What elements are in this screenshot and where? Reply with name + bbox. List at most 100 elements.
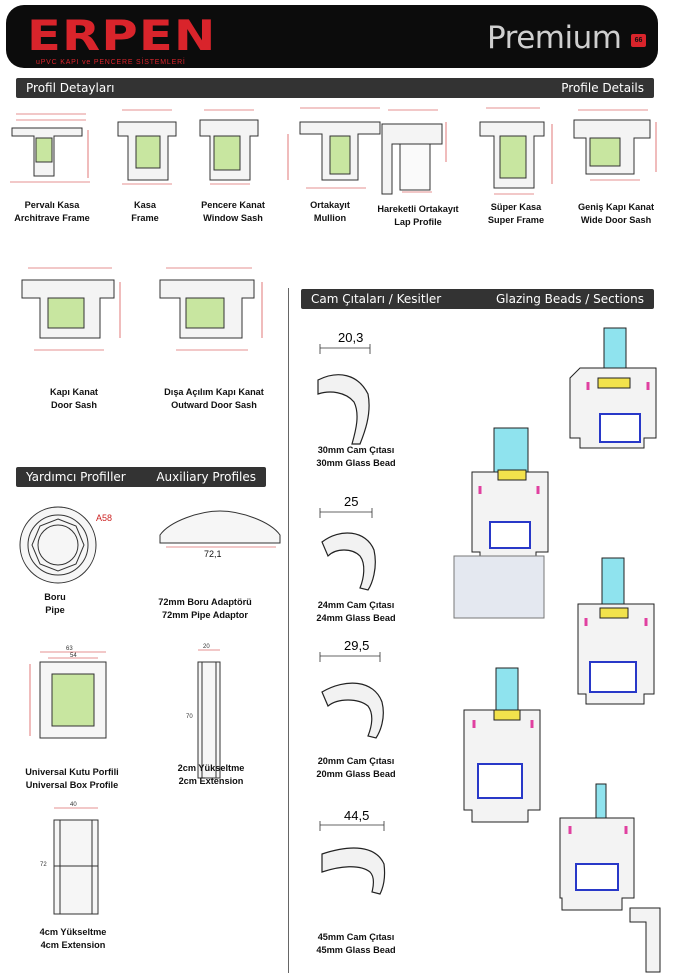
premium-title: Premium — [487, 20, 622, 56]
box-inner-dim: 54 — [70, 653, 77, 659]
bead-30mm-dim: 20,3 — [338, 330, 363, 345]
caption-tr: Süper Kasa — [490, 202, 542, 212]
caption-bead-24mm: 24mm Cam Çıtası 24mm Glass Bead — [306, 599, 406, 624]
caption-en: 30mm Glass Bead — [316, 457, 396, 468]
caption-mullion: Ortakayıt Mullion — [292, 199, 368, 224]
caption-tr: Hareketli Ortakayıt — [377, 204, 459, 214]
caption-en: 24mm Glass Bead — [316, 612, 396, 623]
caption-tr: 30mm Cam Çıtası — [317, 445, 395, 455]
ext4-height-dim: 72 — [40, 862, 47, 868]
caption-en: Window Sash — [203, 212, 263, 223]
caption-tr: Boru — [44, 592, 66, 602]
glazing-beads-tr: Cam Çıtaları / Kesitler — [311, 292, 442, 306]
caption-tr: Pencere Kanat — [201, 200, 265, 210]
erpen-logo: ERPEN — [27, 11, 217, 60]
caption-tr: 4cm Yükseltme — [39, 927, 107, 937]
caption-tr: 72mm Boru Adaptörü — [158, 597, 252, 607]
caption-window-sash: Pencere Kanat Window Sash — [190, 199, 276, 224]
pipe-drawing — [19, 506, 97, 584]
section-drawings — [453, 327, 661, 973]
bead-20mm-dim: 29,5 — [344, 638, 369, 653]
window-sash-drawing — [199, 109, 259, 185]
caption-tr: Geniş Kapı Kanat — [577, 202, 655, 212]
caption-en: Universal Box Profile — [25, 779, 119, 790]
ext2-height-dim: 70 — [186, 714, 193, 720]
logo-subtitle: uPVC KAPI ve PENCERE SİSTEMLERİ — [36, 59, 186, 66]
bead-20mm-profile — [321, 682, 384, 739]
caption-en: 4cm Extension — [40, 939, 106, 950]
caption-pipe-adaptor: 72mm Boru Adaptörü 72mm Pipe Adaptor — [150, 596, 260, 621]
caption-extension-2cm: 2cm Yükseltme 2cm Extension — [166, 762, 256, 787]
caption-en: Pipe — [45, 604, 65, 615]
door-sash-drawing — [21, 267, 121, 351]
caption-bead-30mm: 30mm Cam Çıtası 30mm Glass Bead — [306, 444, 406, 469]
caption-pipe: Boru Pipe — [20, 591, 90, 616]
caption-tr: 2cm Yükseltme — [177, 763, 245, 773]
caption-tr: Kapı Kanat — [50, 387, 98, 397]
box-width-dim: 63 — [66, 646, 73, 652]
caption-tr: Universal Kutu Porfili — [25, 767, 119, 777]
glazing-bead-drawings: 20,3 25 29,5 44,5 — [317, 330, 386, 895]
ext4-width-dim: 40 — [70, 802, 77, 808]
ext2-width-dim: 20 — [203, 644, 210, 650]
caption-bead-20mm: 20mm Cam Çıtası 20mm Glass Bead — [306, 755, 406, 780]
caption-en: Lap Profile — [394, 216, 442, 227]
series-badge: 66 — [631, 34, 646, 47]
caption-en: Wide Door Sash — [580, 214, 652, 225]
caption-tr: 20mm Cam Çıtası — [317, 756, 395, 766]
mullion-drawing — [287, 107, 381, 189]
caption-lap-profile: Hareketli Ortakayıt Lap Profile — [370, 203, 466, 228]
caption-box-profile: Universal Kutu Porfili Universal Box Pro… — [18, 766, 126, 791]
caption-tr: Ortakayıt — [310, 200, 350, 210]
caption-tr: Kasa — [134, 200, 156, 210]
caption-outward-door-sash: Dışa Açılım Kapı Kanat Outward Door Sash — [158, 386, 270, 411]
caption-en: Frame — [131, 212, 159, 223]
caption-bead-45mm: 45mm Cam Çıtası 45mm Glass Bead — [306, 931, 406, 956]
caption-door-sash: Kapı Kanat Door Sash — [36, 386, 112, 411]
header-banner — [6, 5, 658, 68]
bead-24mm-profile — [321, 532, 376, 591]
profile-details-tr: Profil Detayları — [26, 81, 115, 95]
bead-45mm-profile — [321, 847, 386, 895]
section-window-left — [453, 427, 549, 619]
caption-extension-4cm: 4cm Yükseltme 4cm Extension — [30, 926, 116, 951]
caption-en: 2cm Extension — [178, 775, 244, 786]
column-separator — [288, 288, 289, 973]
profile-details-en: Profile Details — [561, 81, 644, 95]
aux-drawings-row1: A58 72,1 — [19, 506, 281, 584]
profile-drawings-row1 — [10, 107, 657, 195]
bead-24mm-dim: 25 — [344, 494, 358, 509]
caption-en: Door Sash — [51, 399, 97, 410]
box-profile-drawing — [29, 651, 107, 739]
pipe-dim: A58 — [96, 513, 112, 523]
caption-super-frame: Süper Kasa Super Frame — [478, 201, 554, 226]
profile-details-bar: Profil Detayları Profile Details — [16, 78, 654, 98]
pipe-adaptor-drawing — [159, 510, 281, 548]
frame-drawing — [117, 109, 177, 185]
caption-en: Outward Door Sash — [171, 399, 257, 410]
caption-tr: 45mm Cam Çıtası — [317, 932, 395, 942]
caption-en: Architrave Frame — [14, 212, 90, 223]
caption-en: Mullion — [313, 212, 347, 223]
caption-architrave-frame: Pervalı Kasa Architrave Frame — [8, 199, 96, 224]
glazing-beads-en: Glazing Beads / Sections — [495, 292, 644, 306]
caption-en: Super Frame — [487, 214, 545, 225]
aux-drawings-row2: 63 54 20 70 40 72 — [29, 644, 221, 915]
lap-profile-drawing — [381, 109, 447, 195]
section-door-bottom — [559, 783, 661, 973]
extension-4cm-drawing — [53, 807, 99, 915]
extension-2cm-drawing — [197, 649, 221, 779]
caption-tr: Dışa Açılım Kapı Kanat — [164, 387, 264, 397]
bead-45mm-dim: 44,5 — [344, 808, 369, 823]
bead-30mm-profile — [317, 374, 370, 445]
auxiliary-profiles-bar: Yardımcı Profiller Auxiliary Profiles — [16, 467, 266, 487]
caption-tr: 24mm Cam Çıtası — [317, 600, 395, 610]
caption-frame: Kasa Frame — [110, 199, 180, 224]
profile-drawings-row2 — [21, 267, 263, 351]
section-window-lower — [463, 667, 541, 823]
glazing-beads-bar: Cam Çıtaları / Kesitler Glazing Beads / … — [301, 289, 654, 309]
outward-door-sash-drawing — [159, 267, 263, 351]
section-window-middle — [577, 557, 655, 705]
caption-en: 20mm Glass Bead — [316, 768, 396, 779]
caption-wide-door-sash: Geniş Kapı Kanat Wide Door Sash — [570, 201, 662, 226]
